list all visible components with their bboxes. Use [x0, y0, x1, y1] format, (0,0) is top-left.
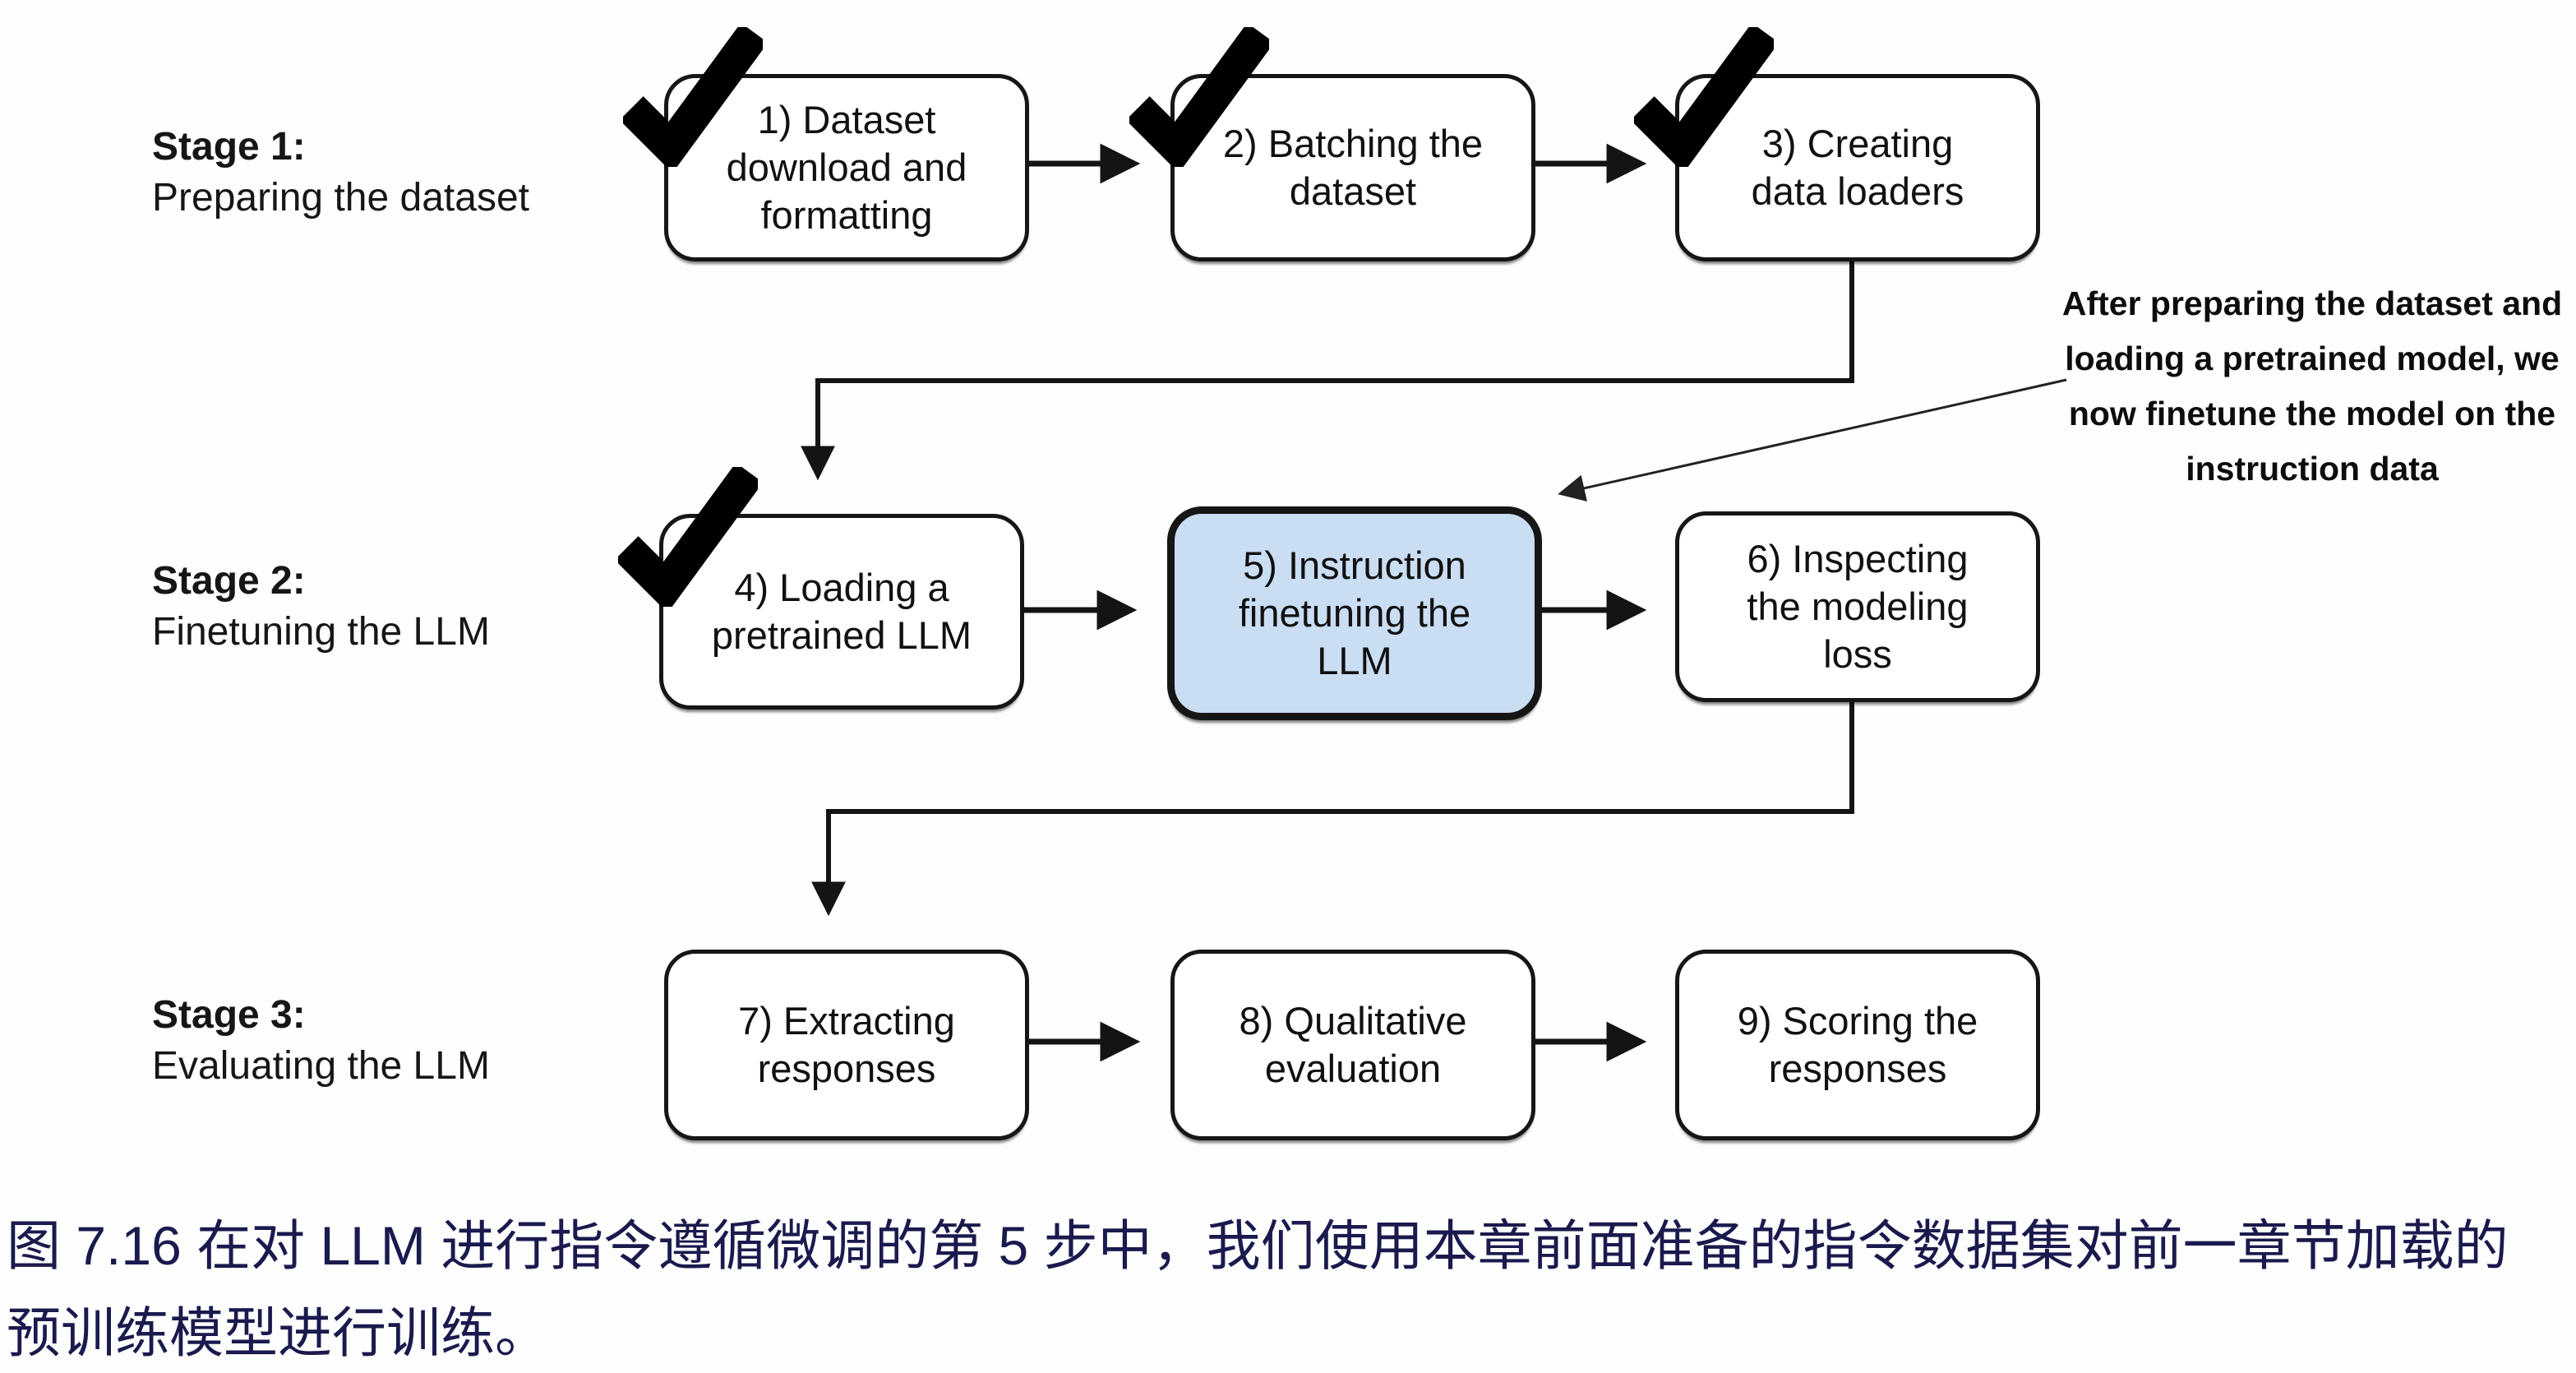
step-box-label: 9) Scoring the responses	[1737, 999, 1978, 1090]
checkmark-icon	[1634, 27, 1774, 167]
stage-title: Stage 1:	[152, 125, 306, 169]
connector-6-7	[811, 699, 1854, 917]
connector-3-4	[801, 257, 1854, 481]
step-box-label: 8) Qualitative evaluation	[1239, 999, 1467, 1090]
annotation-note: After preparing the dataset and loading …	[2061, 284, 2563, 488]
step-box-5-highlighted: 5) Instruction finetuning the LLM	[1167, 506, 1542, 720]
step-box-4: 4) Loading a pretrained LLM	[618, 467, 1024, 710]
step-box-label: 4) Loading a pretrained LLM	[711, 566, 972, 657]
stage-2-label: Stage 2: Finetuning the LLM	[152, 556, 490, 658]
step-box-label: 3) Creating data loaders	[1751, 122, 1964, 213]
step-box-2: 2) Batching the dataset	[1129, 27, 1535, 261]
step-box-7: 7) Extracting responses	[664, 950, 1029, 1140]
step-box-label: 5) Instruction finetuning the LLM	[1238, 543, 1471, 682]
stage-desc: Preparing the dataset	[152, 176, 529, 220]
step-box-3: 3) Creating data loaders	[1634, 27, 2040, 261]
checkmark-icon	[618, 467, 758, 607]
stage-1-label: Stage 1: Preparing the dataset	[152, 122, 529, 224]
step-box-1: 1) Dataset download and formatting	[623, 27, 1029, 261]
step-box-label: 2) Batching the dataset	[1222, 122, 1484, 213]
checkmark-icon	[623, 27, 763, 167]
stage-title: Stage 3:	[152, 993, 306, 1037]
stage-desc: Finetuning the LLM	[152, 610, 490, 654]
step-box-8: 8) Qualitative evaluation	[1170, 950, 1535, 1140]
annotation-arrow	[1558, 378, 2067, 502]
step-box-label: 6) Inspecting the modeling loss	[1747, 537, 1969, 676]
stage-3-label: Stage 3: Evaluating the LLM	[152, 990, 490, 1092]
figure-caption: 图 7.16 在对 LLM 进行指令遵循微调的第 5 步中，我们使用本章前面准备…	[7, 1215, 2509, 1363]
step-box-9: 9) Scoring the responses	[1675, 950, 2040, 1140]
checkmark-icon	[1129, 27, 1269, 167]
step-box-label: 7) Extracting responses	[738, 999, 955, 1090]
stage-title: Stage 2:	[152, 559, 306, 603]
step-box-6: 6) Inspecting the modeling loss	[1675, 511, 2040, 702]
step-box-label: 1) Dataset download and formatting	[726, 98, 967, 237]
stage-desc: Evaluating the LLM	[152, 1044, 490, 1088]
